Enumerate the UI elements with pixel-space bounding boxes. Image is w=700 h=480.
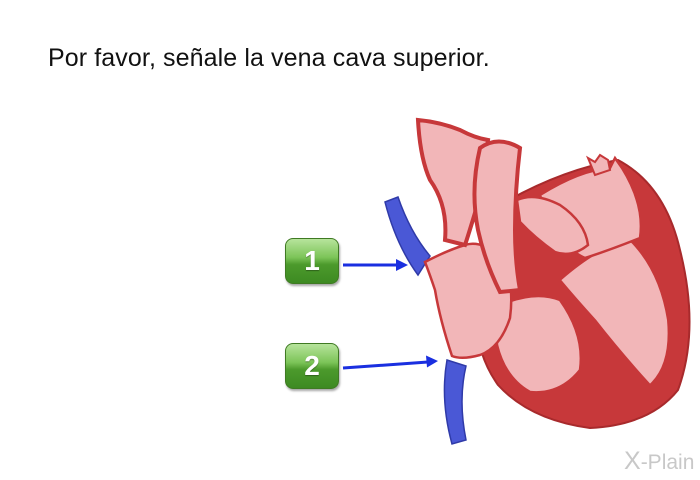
logo-x: X	[624, 447, 641, 475]
pulmonary-vein	[585, 153, 612, 177]
option-2-button[interactable]: 2	[285, 343, 339, 389]
x-plain-logo: X-Plain	[624, 447, 694, 476]
aorta	[415, 117, 491, 248]
pulmonary-trunk	[515, 195, 590, 256]
option-1-button[interactable]: 1	[285, 238, 339, 284]
inferior-vena-cava	[443, 359, 467, 445]
arrow-1	[343, 259, 408, 271]
logo-text: -Plain	[640, 451, 695, 474]
superior-vena-cava	[384, 196, 431, 277]
question-text: Por favor, señale la vena cava superior.	[48, 44, 490, 72]
ascending-aorta	[472, 139, 523, 295]
arrow-2	[342, 355, 438, 370]
